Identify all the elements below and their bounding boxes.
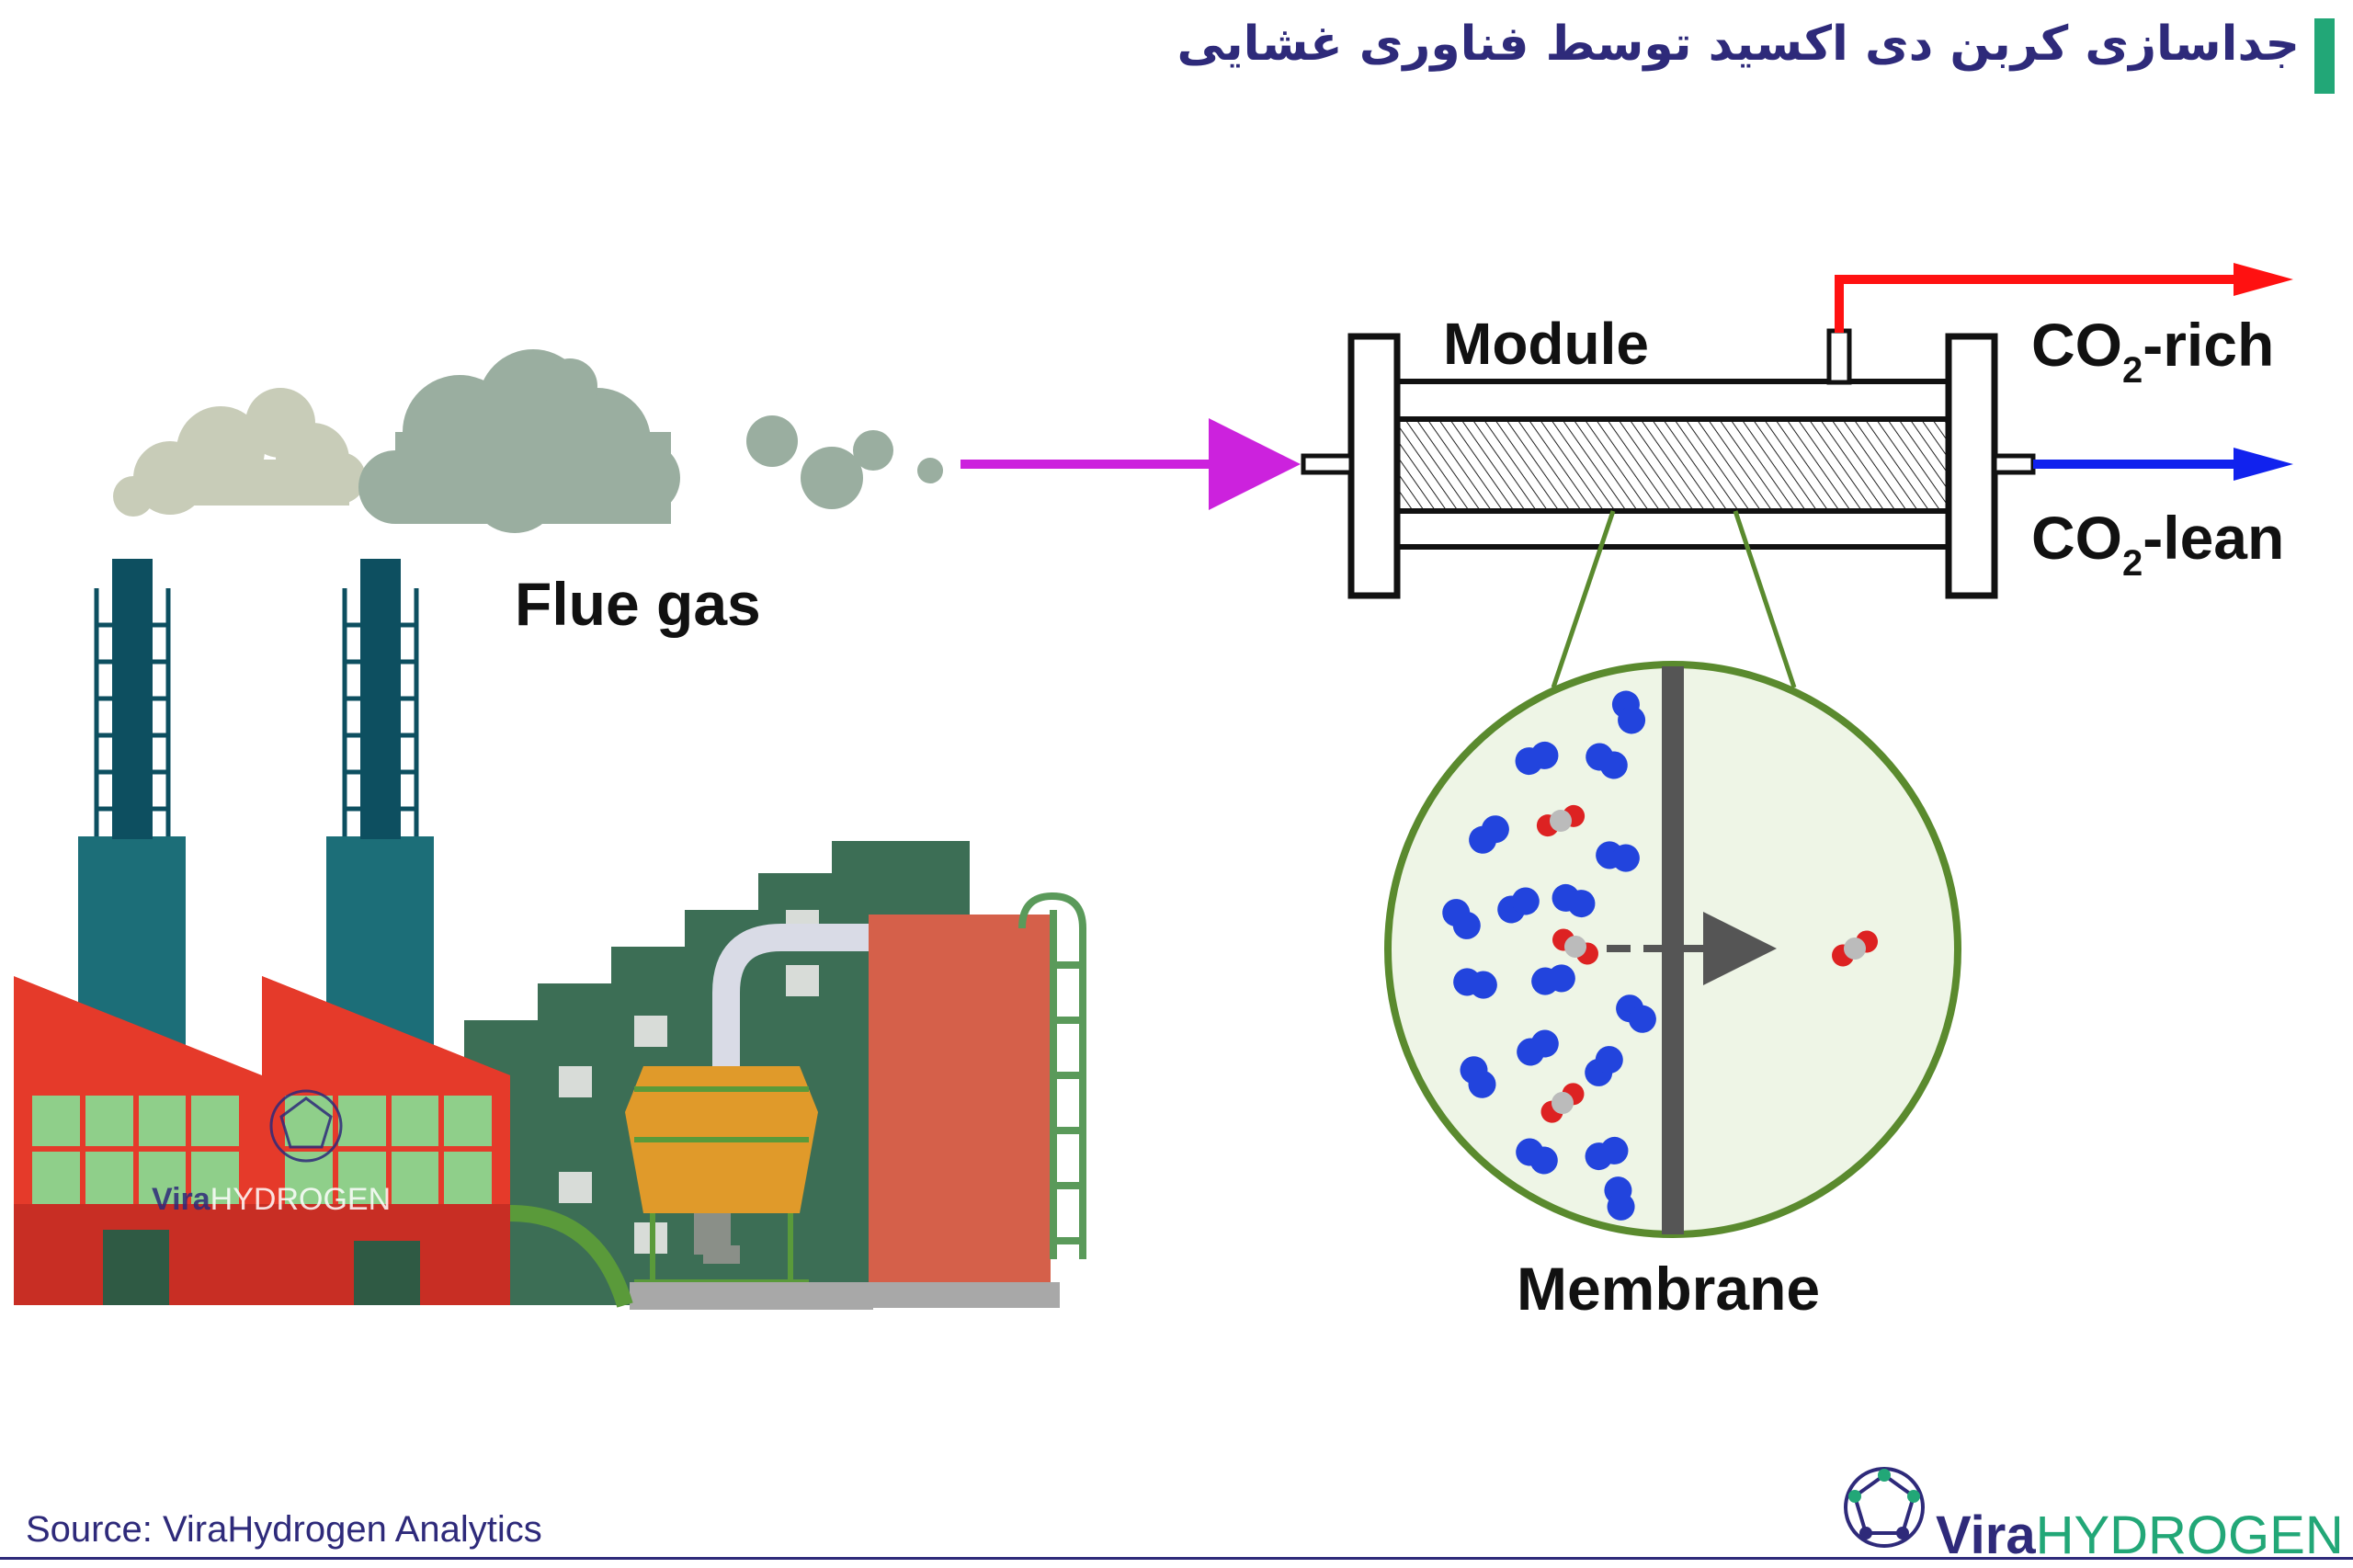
- coral-tower: [859, 892, 1086, 1308]
- footer-logo: ViraHYDROGEN: [1844, 1467, 2344, 1565]
- membrane-label: Membrane: [1517, 1255, 1820, 1323]
- co2-molecule: [1832, 930, 1878, 967]
- membrane-module: Module: [1301, 311, 2036, 599]
- logo-mark-icon: [1844, 1467, 1925, 1548]
- n2-molecule: [1469, 815, 1509, 854]
- watermark-hydrogen: HYDROGEN: [210, 1182, 391, 1217]
- logo-vira: Vira: [1936, 1506, 2036, 1565]
- co2-rich-arrow-line: [1835, 275, 2243, 333]
- co2-rich-prefix: CO: [2031, 311, 2122, 379]
- co2-molecule: [1536, 804, 1586, 837]
- factory-watermark-logo: ViraHYDROGEN: [152, 1089, 391, 1217]
- pipe: [712, 924, 873, 1089]
- co2-rich-label: CO2-rich: [2031, 311, 2274, 391]
- n2-molecule: [1460, 1056, 1496, 1098]
- module-label: Module: [1443, 311, 1649, 377]
- co2-lean-label: CO2-lean: [2031, 504, 2284, 584]
- co2-rich-subscript: 2: [2122, 350, 2143, 391]
- chimney-right: [326, 559, 434, 1048]
- membrane-zoom: Membrane: [1384, 510, 1961, 1323]
- svg-text:ViraHYDROGEN: ViraHYDROGEN: [1936, 1506, 2344, 1565]
- gas-molecules: [1442, 690, 1878, 1221]
- window-grid-left: [32, 1096, 239, 1204]
- title-accent-bar: [2314, 18, 2335, 94]
- co2-lean-suffix: -lean: [2143, 504, 2284, 572]
- n2-molecule: [1516, 1138, 1558, 1175]
- n2-molecule: [1585, 1136, 1629, 1171]
- co2-rich-suffix: -rich: [2143, 311, 2274, 379]
- n2-molecule: [1596, 841, 1640, 872]
- n2-molecule: [1611, 690, 1646, 734]
- n2-molecule: [1586, 743, 1628, 779]
- source-note: Source: ViraHydrogen Analytics: [26, 1509, 542, 1550]
- n2-molecule: [1552, 883, 1596, 918]
- n2-molecule: [1531, 964, 1575, 995]
- flue-gas-label: Flue gas: [515, 570, 761, 638]
- n2-molecule: [1442, 899, 1481, 939]
- chimney-left: [78, 559, 186, 1048]
- window-grid-right: [285, 1096, 492, 1204]
- n2-molecule: [1453, 968, 1497, 999]
- n2-molecule: [1497, 887, 1540, 924]
- n2-molecule: [1515, 741, 1559, 776]
- co2-lean-prefix: CO: [2031, 504, 2122, 572]
- watermark-vira: Vira: [152, 1182, 211, 1217]
- co2-lean-arrowhead: [2234, 448, 2293, 481]
- co2-lean-subscript: 2: [2122, 543, 2143, 584]
- co2-molecule: [1552, 928, 1598, 965]
- n2-molecule: [1517, 1029, 1559, 1066]
- co2-rich-arrowhead: [2234, 263, 2293, 296]
- factory-illustration: ViraHYDROGEN Flue gas: [14, 349, 1086, 1310]
- n2-molecule: [1585, 1046, 1623, 1086]
- n2-molecule: [1604, 1176, 1635, 1221]
- red-buildings: [14, 976, 633, 1308]
- logo-hydrogen: HYDROGEN: [2036, 1506, 2344, 1565]
- yellow-tank: [625, 1066, 873, 1310]
- slide-title: جداسازی کربن دی اکسید توسط فناوری غشایی: [1176, 17, 2300, 72]
- svg-text:ViraHYDROGEN: ViraHYDROGEN: [152, 1182, 391, 1217]
- n2-molecule: [1616, 994, 1656, 1033]
- smoke-clouds: [113, 349, 943, 533]
- co2-molecule: [1540, 1083, 1585, 1123]
- footer-rule: [0, 1557, 2353, 1560]
